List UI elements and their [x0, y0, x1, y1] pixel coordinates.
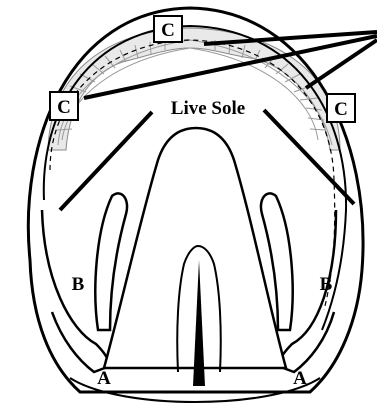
label-b-right: B — [320, 274, 333, 295]
label-c-right: C — [334, 99, 348, 120]
label-c-left: C — [57, 97, 71, 118]
label-a-left: A — [97, 368, 111, 389]
label-b-left: B — [72, 274, 85, 295]
label-c-top: C — [161, 20, 175, 41]
label-a-right: A — [293, 368, 307, 389]
label-live-sole: Live Sole — [171, 98, 245, 119]
